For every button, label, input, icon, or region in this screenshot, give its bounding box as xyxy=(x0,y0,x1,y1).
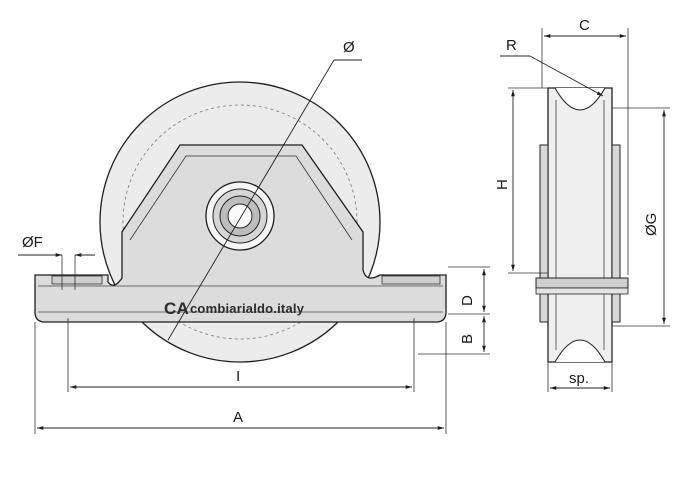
base-slot-right xyxy=(381,275,441,285)
label-R: R xyxy=(506,37,517,54)
label-G: ØG xyxy=(643,213,660,236)
label-F: ØF xyxy=(22,234,43,251)
bracket-plate-right xyxy=(611,144,621,323)
hub-bore xyxy=(227,203,253,229)
wheel-profile xyxy=(547,87,613,363)
groove-bottom xyxy=(554,339,606,363)
bracket-plate-left xyxy=(539,144,549,323)
label-H: H xyxy=(494,179,511,190)
label-diameter: Ø xyxy=(343,39,355,56)
diameter-leader xyxy=(167,59,335,341)
base-slot-left xyxy=(51,275,103,285)
label-B: B xyxy=(459,334,476,344)
label-I: I xyxy=(236,368,240,385)
logo-text: combiarialdo.italy xyxy=(190,301,305,316)
front-view: Ø CA combiarialdo.italy ØF D B I A xyxy=(18,39,490,434)
brand-logo: CA combiarialdo.italy xyxy=(164,299,305,318)
wheel-groove-hidden xyxy=(122,104,358,340)
label-sp: sp. xyxy=(569,370,589,387)
label-A: A xyxy=(233,409,243,426)
axle xyxy=(535,277,629,289)
label-D: D xyxy=(459,295,476,306)
logo-mark: CA xyxy=(164,299,189,318)
base-strip xyxy=(535,287,629,295)
side-view: C R H ØG sp. xyxy=(494,17,670,392)
bracket-inner-line xyxy=(129,155,353,241)
R-leader-diag xyxy=(529,55,604,97)
label-C: C xyxy=(579,17,590,34)
